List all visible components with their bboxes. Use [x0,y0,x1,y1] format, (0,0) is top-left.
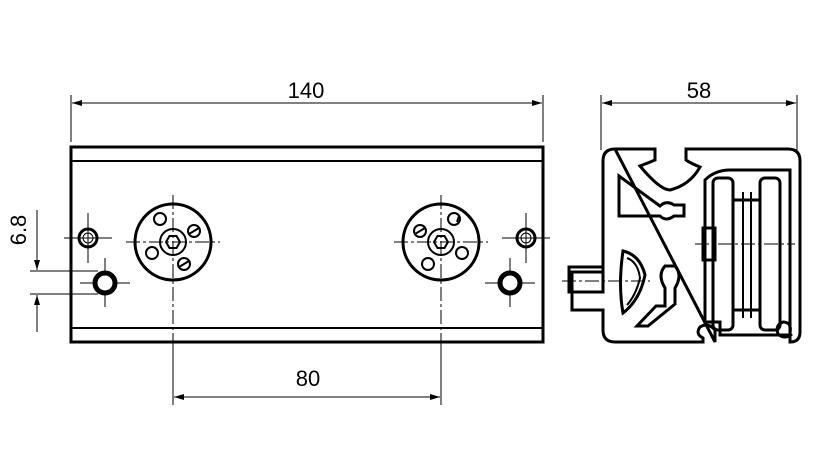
guide-wheel [695,168,795,337]
screw-hole-bottom-left [80,258,130,307]
dimension-label-140: 140 [288,78,325,103]
right-hub [394,195,488,342]
dimension-140: 140 [70,78,544,142]
dimension-58: 58 [600,78,798,150]
left-hub [126,195,220,342]
dimension-label-6-8: 6.8 [6,215,31,246]
dimension-label-80: 80 [296,366,320,391]
screw-hole-top-right [502,213,550,263]
screw-hole-top-left [64,213,112,263]
front-view [64,145,550,344]
dimension-label-58: 58 [687,78,711,103]
screw-hole-bottom-right [485,258,535,307]
dimension-6-8: 6.8 [6,210,98,332]
dimension-80: 80 [172,342,442,405]
side-profile-view [562,147,802,344]
